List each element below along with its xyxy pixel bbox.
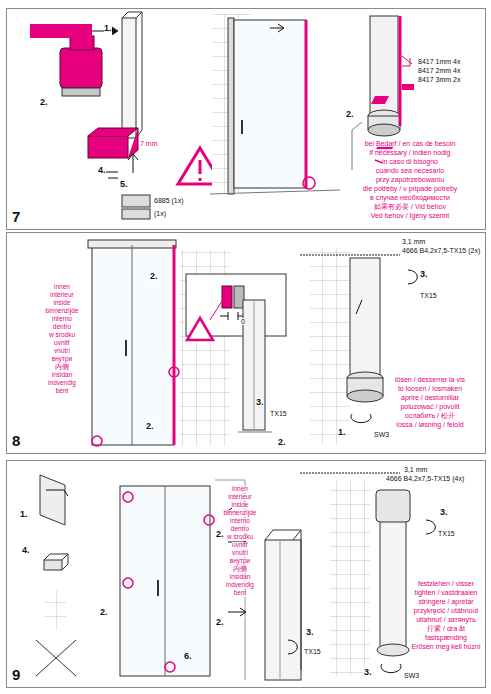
note-text: stringere / apretar: [418, 598, 473, 605]
note-text: vnútri: [232, 550, 248, 557]
dimension: 0: [241, 318, 245, 325]
callout-number: 1.: [20, 510, 28, 519]
note-text: w środku: [227, 534, 253, 541]
note-text: в случае необходимости: [370, 194, 450, 201]
note-text: lossa / løsning / felold: [396, 421, 463, 428]
note-text: insidan: [52, 372, 73, 379]
note-text: 如果有必要 / Vid behov: [374, 203, 446, 210]
note-text: interno: [52, 316, 72, 323]
note-text: indvendig: [48, 380, 76, 387]
note-text: dle potřeby / v pripade potreby: [363, 185, 458, 192]
note-text: 拧紧 / dra åt: [427, 625, 465, 632]
note-text: inside: [232, 502, 249, 509]
note-text: aprire / destornillar: [401, 394, 459, 401]
callout-number: 3.: [440, 508, 448, 517]
callout-number: 2.: [346, 110, 354, 119]
step-number: 8: [12, 432, 20, 449]
part-number: 4666 B4,2x7,5-TX15 (2x): [402, 247, 480, 254]
dimension: 3,1 mm: [402, 238, 425, 245]
callout-number: 1.: [104, 24, 112, 33]
note-text: dentro: [53, 324, 71, 331]
tool-label: SW3: [404, 672, 419, 679]
note-text: lösen / desserrer la vis: [395, 376, 465, 383]
callout-number: 4.: [98, 166, 106, 175]
note-text: innen: [54, 284, 70, 291]
callout-number: 5.: [120, 180, 128, 189]
note-text: in caso di bisogno: [382, 158, 438, 165]
callout-number: 2.: [278, 438, 286, 447]
part-number: 4666 B4,2x7,5-TX15 (4x): [386, 475, 464, 482]
note-text: if necessary / indien nodig: [370, 149, 451, 156]
note-text: poluzować / povolit: [400, 403, 459, 410]
step-number: 9: [12, 666, 20, 683]
part-number: 8417 3mm 2x: [418, 76, 460, 83]
note-text: utiahnuť / затянуть: [416, 616, 476, 623]
callout-number: 2.: [150, 272, 158, 281]
callout-number: 2.: [146, 422, 154, 431]
note-text: w środku: [49, 332, 75, 339]
note-text: dentro: [231, 526, 249, 533]
part-number: 8417 1mm 4x: [418, 58, 460, 65]
dimension: 3,1 mm: [404, 466, 427, 473]
dimension: 7 mm: [140, 140, 158, 147]
callout-number: 3.: [420, 270, 428, 279]
callout-number: 1.: [338, 428, 346, 437]
part-quantity: (1x): [154, 210, 166, 217]
note-text: Ved behov / Igény szerint: [371, 212, 450, 219]
note-text: intérieur: [228, 494, 251, 501]
note-text: interno: [230, 518, 250, 525]
callout-number: 3.: [306, 628, 314, 637]
tool-label: TX15: [270, 410, 287, 417]
callout-number: 3.: [364, 668, 372, 677]
tool-label: TX15: [438, 530, 455, 537]
note-text: fastspænding: [425, 634, 467, 641]
note-text: innen: [232, 486, 248, 493]
note-text: внутри: [52, 356, 73, 363]
note-text: insidan: [230, 574, 251, 581]
note-text: to loosen / losmaken: [398, 385, 462, 392]
note-text: przykręcić / utáhnout: [414, 607, 479, 614]
note-text: cuando sea necesario: [376, 167, 445, 174]
note-text: uvnitř: [54, 340, 70, 347]
tool-label: TX15: [420, 292, 437, 299]
note-text: 内侧: [233, 566, 247, 573]
tool-label: TX15: [304, 648, 321, 655]
note-text: tighten / vastdraaien: [414, 589, 477, 596]
note-text: vnútri: [54, 348, 70, 355]
part-number: 6885 (1x): [154, 197, 184, 204]
part-number: 8417 2mm 4x: [418, 67, 460, 74]
note-text: indvendig: [226, 582, 254, 589]
callout-number: 6.: [184, 652, 192, 661]
note-text: przy zapotrzebowaniu: [376, 176, 444, 183]
note-text: 内侧: [55, 364, 69, 371]
tool-label: SW3: [374, 431, 389, 438]
note-text: binnenzijde: [46, 308, 79, 315]
note-text: intérieur: [50, 292, 73, 299]
note-text: festziehen / visser: [418, 580, 474, 587]
note-text: binnenzijde: [224, 510, 257, 517]
note-text: Erősen meg kell húzni: [412, 643, 481, 650]
note-text: ослабить / 松开: [405, 412, 455, 419]
callout-number: 2.: [100, 608, 108, 617]
note-text: bent: [234, 590, 247, 597]
callout-number: 3.: [256, 398, 264, 407]
note-text: внутри: [230, 558, 251, 565]
callout-number: 2.: [216, 530, 224, 539]
step-number: 7: [12, 208, 20, 225]
callout-number: 2.: [40, 98, 48, 107]
note-text: bei Bedarf / en cas de besoin: [365, 140, 456, 147]
note-text: inside: [54, 300, 71, 307]
callout-number: 4.: [22, 546, 30, 555]
note-text: uvnitř: [232, 542, 248, 549]
callout-number: 2.: [216, 618, 224, 627]
note-text: bent: [56, 388, 69, 395]
